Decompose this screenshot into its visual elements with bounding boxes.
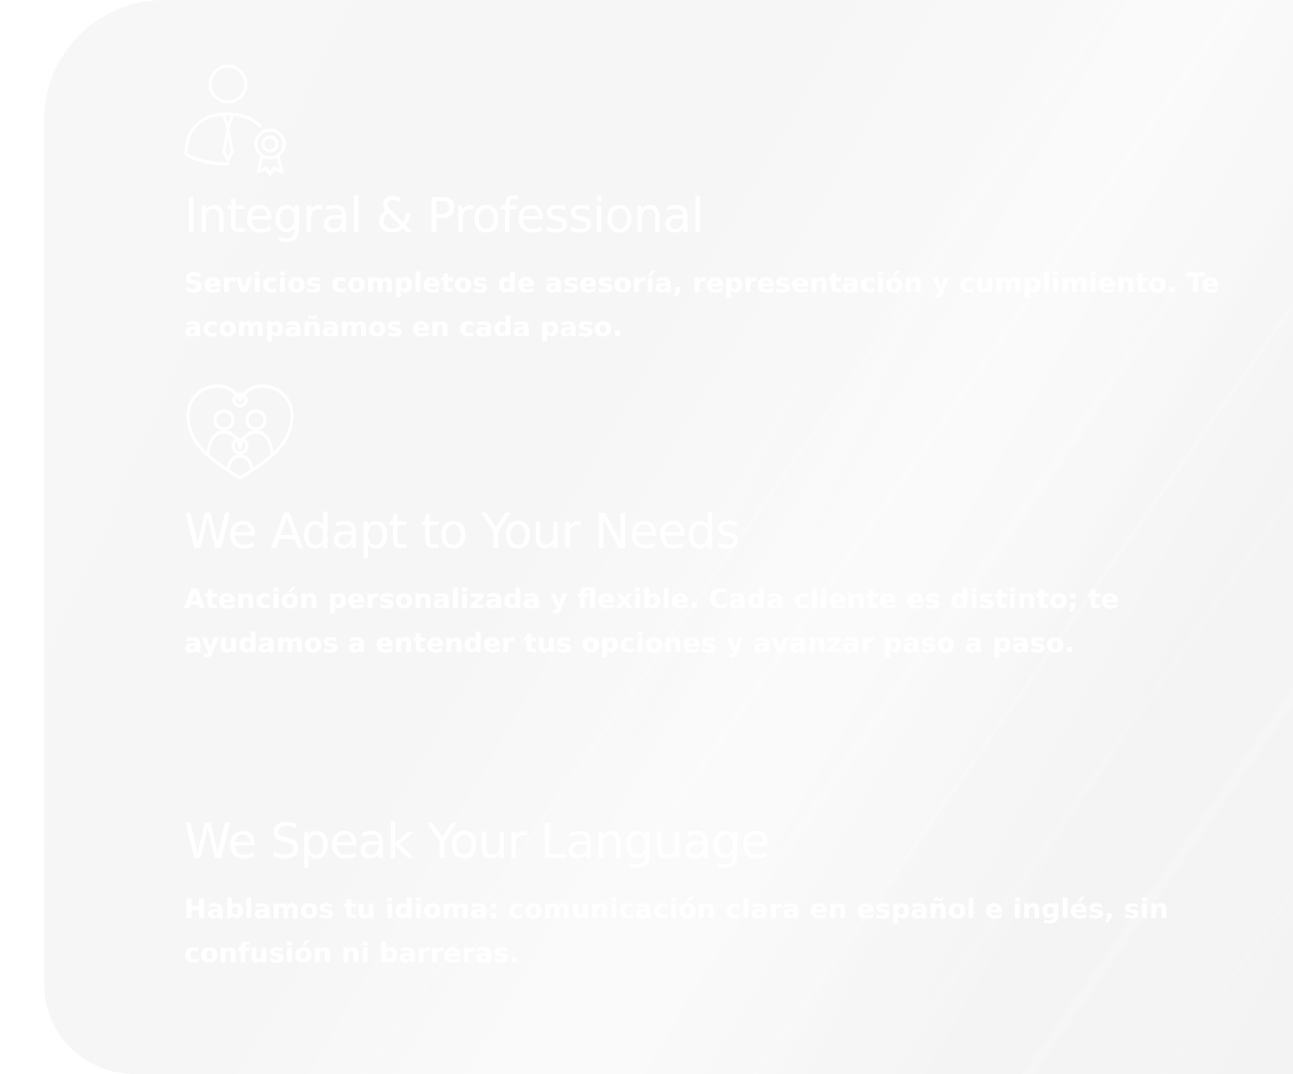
feature-language: We Speak Your Language Hablamos tu idiom… <box>184 690 1249 976</box>
feature-description: Hablamos tu idioma: comunicación clara e… <box>184 894 1169 969</box>
feature-adapt: We Adapt to Your Needs Atención personal… <box>184 380 1249 666</box>
feature-title: We Speak Your Language <box>184 814 770 870</box>
feature-title: Integral & Professional <box>184 188 704 244</box>
feature-integral: Integral & Professional Servicios comple… <box>184 64 1249 350</box>
feature-title: We Adapt to Your Needs <box>184 504 740 560</box>
feature-description: Atención personalizada y flexible. Cada … <box>184 584 1120 659</box>
feature-description: Servicios completos de asesoría, represe… <box>184 268 1220 343</box>
card-streak <box>1284 0 1293 1074</box>
professional-advisor-icon <box>184 64 286 176</box>
family-heart-icon <box>186 384 294 480</box>
